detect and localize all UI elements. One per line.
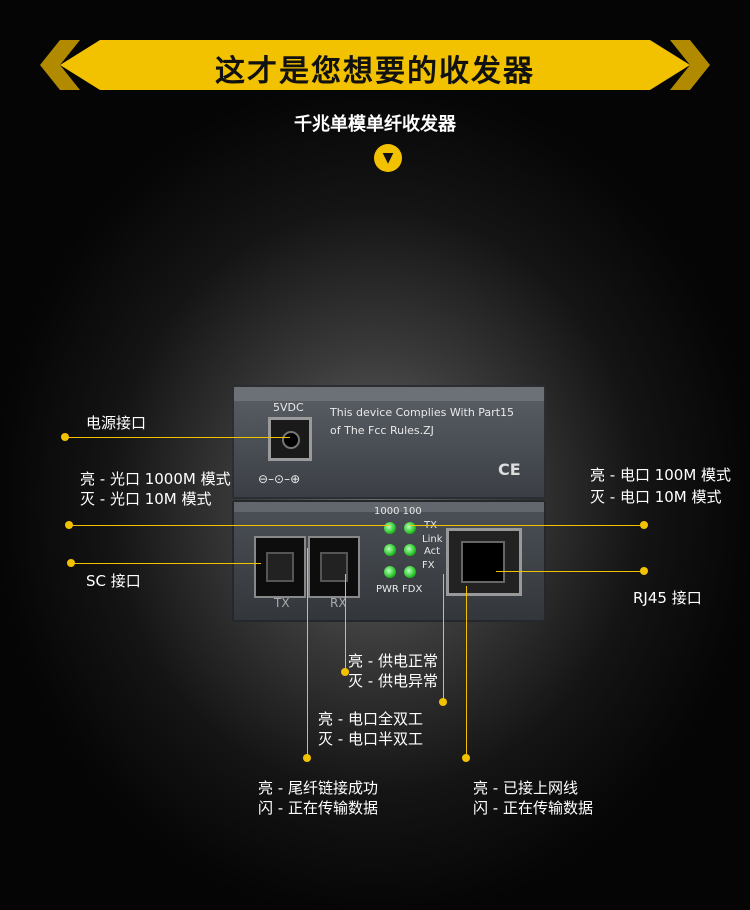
- led-speed-header: 1000 100: [374, 506, 422, 517]
- label-fiber-speed-off: 灭 - 光口 10M 模式: [80, 490, 212, 508]
- pointer-dot-net-link: [462, 754, 470, 762]
- power-port-label: 5VDC: [273, 401, 304, 414]
- label-pwr-off: 灭 - 供电异常: [348, 672, 438, 690]
- pointer-line-elec-speed: [410, 525, 642, 526]
- ce-mark: CE: [498, 460, 521, 479]
- pointer-dot-fdx: [439, 698, 447, 706]
- label-fiber-link-on: 亮 - 尾纤链接成功: [258, 779, 378, 797]
- led-label-act: Act: [424, 546, 441, 557]
- pointer-line-sc: [71, 563, 261, 564]
- label-power: 电源接口: [86, 414, 147, 432]
- sc-tx-label: TX: [274, 596, 290, 610]
- pointer-line-fiber-speed: [69, 525, 389, 526]
- label-elec-speed-off: 灭 - 电口 10M 模式: [590, 488, 722, 506]
- led-label-link: Link: [422, 534, 443, 545]
- led-label-bottom: PWR FDX: [376, 584, 423, 595]
- led-fiber-link: [384, 544, 396, 556]
- pointer-line-power: [65, 437, 290, 438]
- page-subtitle: 千兆单模单纤收发器: [294, 114, 456, 135]
- sc-port-tx: [254, 536, 306, 598]
- compliance-text-line2: of The Fcc Rules.ZJ: [330, 424, 434, 437]
- led-tx: [404, 522, 416, 534]
- polarity-symbol: ⊖–⊙–⊕: [258, 472, 301, 486]
- rj45-port: [446, 528, 522, 596]
- sc-rx-label: RX: [330, 596, 347, 610]
- pointer-line-net-link: [466, 586, 467, 758]
- label-fdx-on: 亮 - 电口全双工: [318, 710, 423, 728]
- sc-port-rx: [308, 536, 360, 598]
- label-net-link-blink: 闪 - 正在传输数据: [473, 799, 593, 817]
- pointer-line-rj45: [496, 571, 642, 572]
- title-banner: [60, 40, 690, 90]
- label-fdx-off: 灭 - 电口半双工: [318, 730, 423, 748]
- page-title: 这才是您想要的收发器: [215, 54, 535, 89]
- label-net-link-on: 亮 - 已接上网线: [473, 779, 578, 797]
- label-rj45-port: RJ45 接口: [633, 589, 702, 607]
- led-label-fx: FX: [422, 560, 435, 571]
- label-pwr-on: 亮 - 供电正常: [348, 652, 438, 670]
- chevron-down-icon[interactable]: ▼: [374, 144, 402, 172]
- label-fiber-speed-on: 亮 - 光口 1000M 模式: [80, 470, 231, 488]
- device-top-unit: [232, 385, 546, 499]
- label-sc-port: SC 接口: [86, 572, 141, 590]
- dc-power-jack: [268, 417, 312, 461]
- pointer-dot-elec-speed: [640, 521, 648, 529]
- pointer-dot-fiber-link: [303, 754, 311, 762]
- label-fiber-link-blink: 闪 - 正在传输数据: [258, 799, 378, 817]
- led-link-act: [404, 544, 416, 556]
- pointer-line-fdx: [443, 574, 444, 702]
- led-fiber-1000: [384, 522, 396, 534]
- led-fdx: [404, 566, 416, 578]
- compliance-text-line1: This device Complies With Part15: [330, 406, 515, 419]
- pointer-line-fiber-link: [307, 548, 308, 758]
- led-pwr: [384, 566, 396, 578]
- pointer-dot-pwr: [341, 668, 349, 676]
- pointer-line-pwr: [345, 574, 346, 672]
- pointer-dot-rj45: [640, 567, 648, 575]
- label-elec-speed-on: 亮 - 电口 100M 模式: [590, 466, 732, 484]
